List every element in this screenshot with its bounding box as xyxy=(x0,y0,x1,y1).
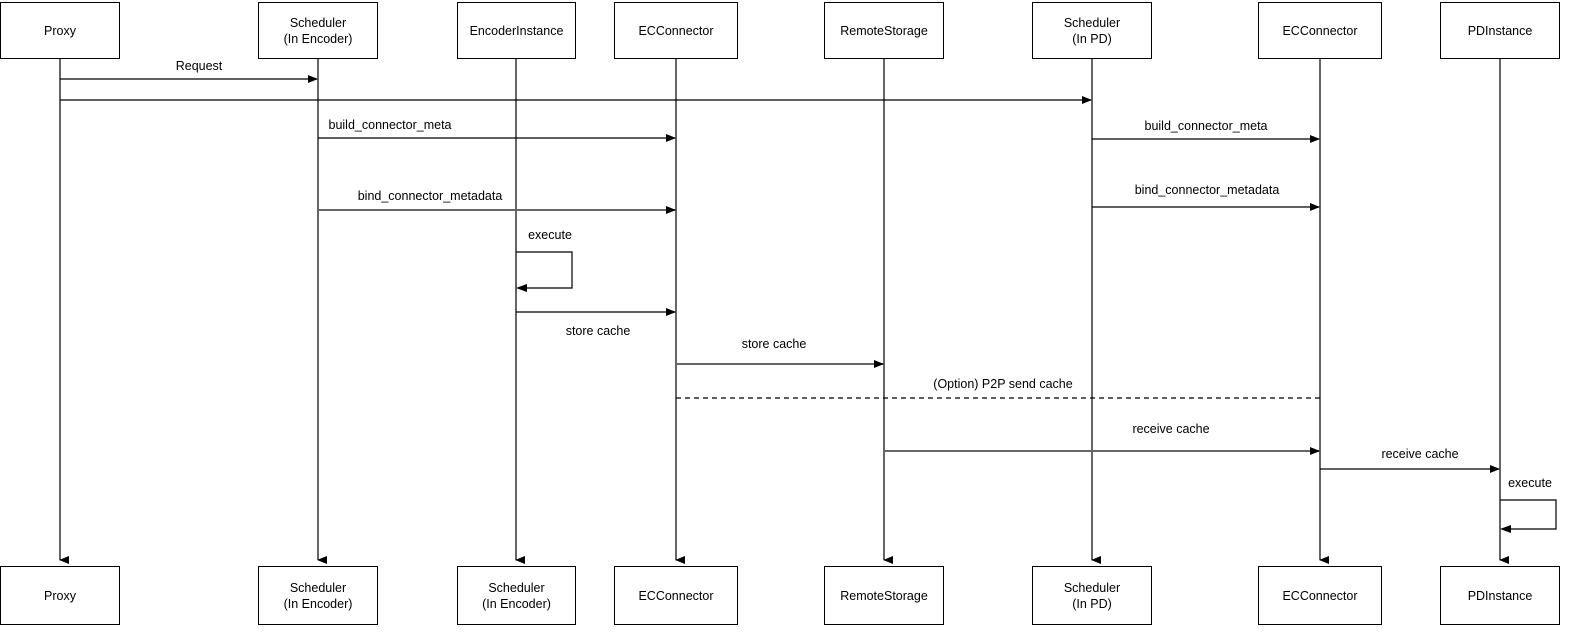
participant-box-proxy-top: Proxy xyxy=(0,2,120,59)
message-label-m4: build_connector_meta xyxy=(1144,119,1268,133)
participant-sublabel: (In PD) xyxy=(1072,596,1112,611)
self-message-label-s2: execute xyxy=(1508,476,1552,490)
participant-label: Proxy xyxy=(44,23,76,38)
participant-label: RemoteStorage xyxy=(840,23,928,38)
lifeline-layer xyxy=(59,59,1509,564)
participant-label: Proxy xyxy=(44,588,76,603)
participant-box-scheduler_encoder-bottom: Scheduler(In Encoder) xyxy=(258,566,378,625)
self-message-arrowhead xyxy=(516,284,527,292)
participant-box-scheduler_pd-bottom: Scheduler(In PD) xyxy=(1032,566,1152,625)
message-label-m10: receive cache xyxy=(1132,422,1210,436)
participant-label: Scheduler xyxy=(289,580,347,595)
message-label-m9: (Option) P2P send cache xyxy=(933,377,1073,391)
message-label-m6: bind_connector_metadata xyxy=(1134,183,1280,197)
participant-box-ec_connector_pd-bottom: ECConnector xyxy=(1258,566,1382,625)
participant-box-pd_instance-bottom: PDInstance xyxy=(1440,566,1560,625)
participant-box-remote_storage-bottom: RemoteStorage xyxy=(824,566,944,625)
participant-box-ec_connector_enc-top: ECConnector xyxy=(614,2,738,59)
participant-box-encoder_instance-bottom: Scheduler(In Encoder) xyxy=(457,566,576,625)
participant-label: Scheduler xyxy=(488,580,545,595)
participant-label: ECConnector xyxy=(638,588,714,603)
participant-sublabel: (In Encoder) xyxy=(283,31,353,46)
participant-label: PDInstance xyxy=(1467,588,1533,603)
participant-box-scheduler_pd-top: Scheduler(In PD) xyxy=(1032,2,1152,59)
self-message-path-s1 xyxy=(516,251,573,289)
participant-label: Scheduler xyxy=(289,15,347,30)
message-label-m11: receive cache xyxy=(1381,447,1459,461)
participant-label: EncoderInstance xyxy=(469,23,564,38)
participant-label: Scheduler xyxy=(1063,15,1121,30)
participant-sublabel: (In Encoder) xyxy=(283,596,353,611)
participant-label: ECConnector xyxy=(1282,23,1358,38)
self-message-layer xyxy=(516,251,1557,533)
participant-box-ec_connector_enc-bottom: ECConnector xyxy=(614,566,738,625)
participant-box-encoder_instance-top: EncoderInstance xyxy=(457,2,576,59)
participant-label: ECConnector xyxy=(1282,588,1358,603)
participant-label: RemoteStorage xyxy=(840,588,928,603)
message-label-m5: bind_connector_metadata xyxy=(357,189,503,203)
participant-box-remote_storage-top: RemoteStorage xyxy=(824,2,944,59)
message-label-m8: store cache xyxy=(741,337,807,351)
message-label-m1: Request xyxy=(175,59,223,73)
participant-label: Scheduler xyxy=(1063,580,1121,595)
message-label-m3: build_connector_meta xyxy=(328,118,452,132)
message-label-m7: store cache xyxy=(565,324,631,338)
message-layer xyxy=(60,75,1500,473)
self-message-label-s1: execute xyxy=(528,228,572,242)
participant-box-proxy-bottom: Proxy xyxy=(0,566,120,625)
participant-label: PDInstance xyxy=(1467,23,1533,38)
participant-box-scheduler_encoder-top: Scheduler(In Encoder) xyxy=(258,2,378,59)
self-message-path-s2 xyxy=(1500,499,1557,530)
participant-box-ec_connector_pd-top: ECConnector xyxy=(1258,2,1382,59)
participant-sublabel: (In Encoder) xyxy=(482,596,551,611)
self-message-arrowhead xyxy=(1500,525,1511,533)
participant-box-pd_instance-top: PDInstance xyxy=(1440,2,1560,59)
participant-sublabel: (In PD) xyxy=(1072,31,1112,46)
participant-label: ECConnector xyxy=(638,23,714,38)
